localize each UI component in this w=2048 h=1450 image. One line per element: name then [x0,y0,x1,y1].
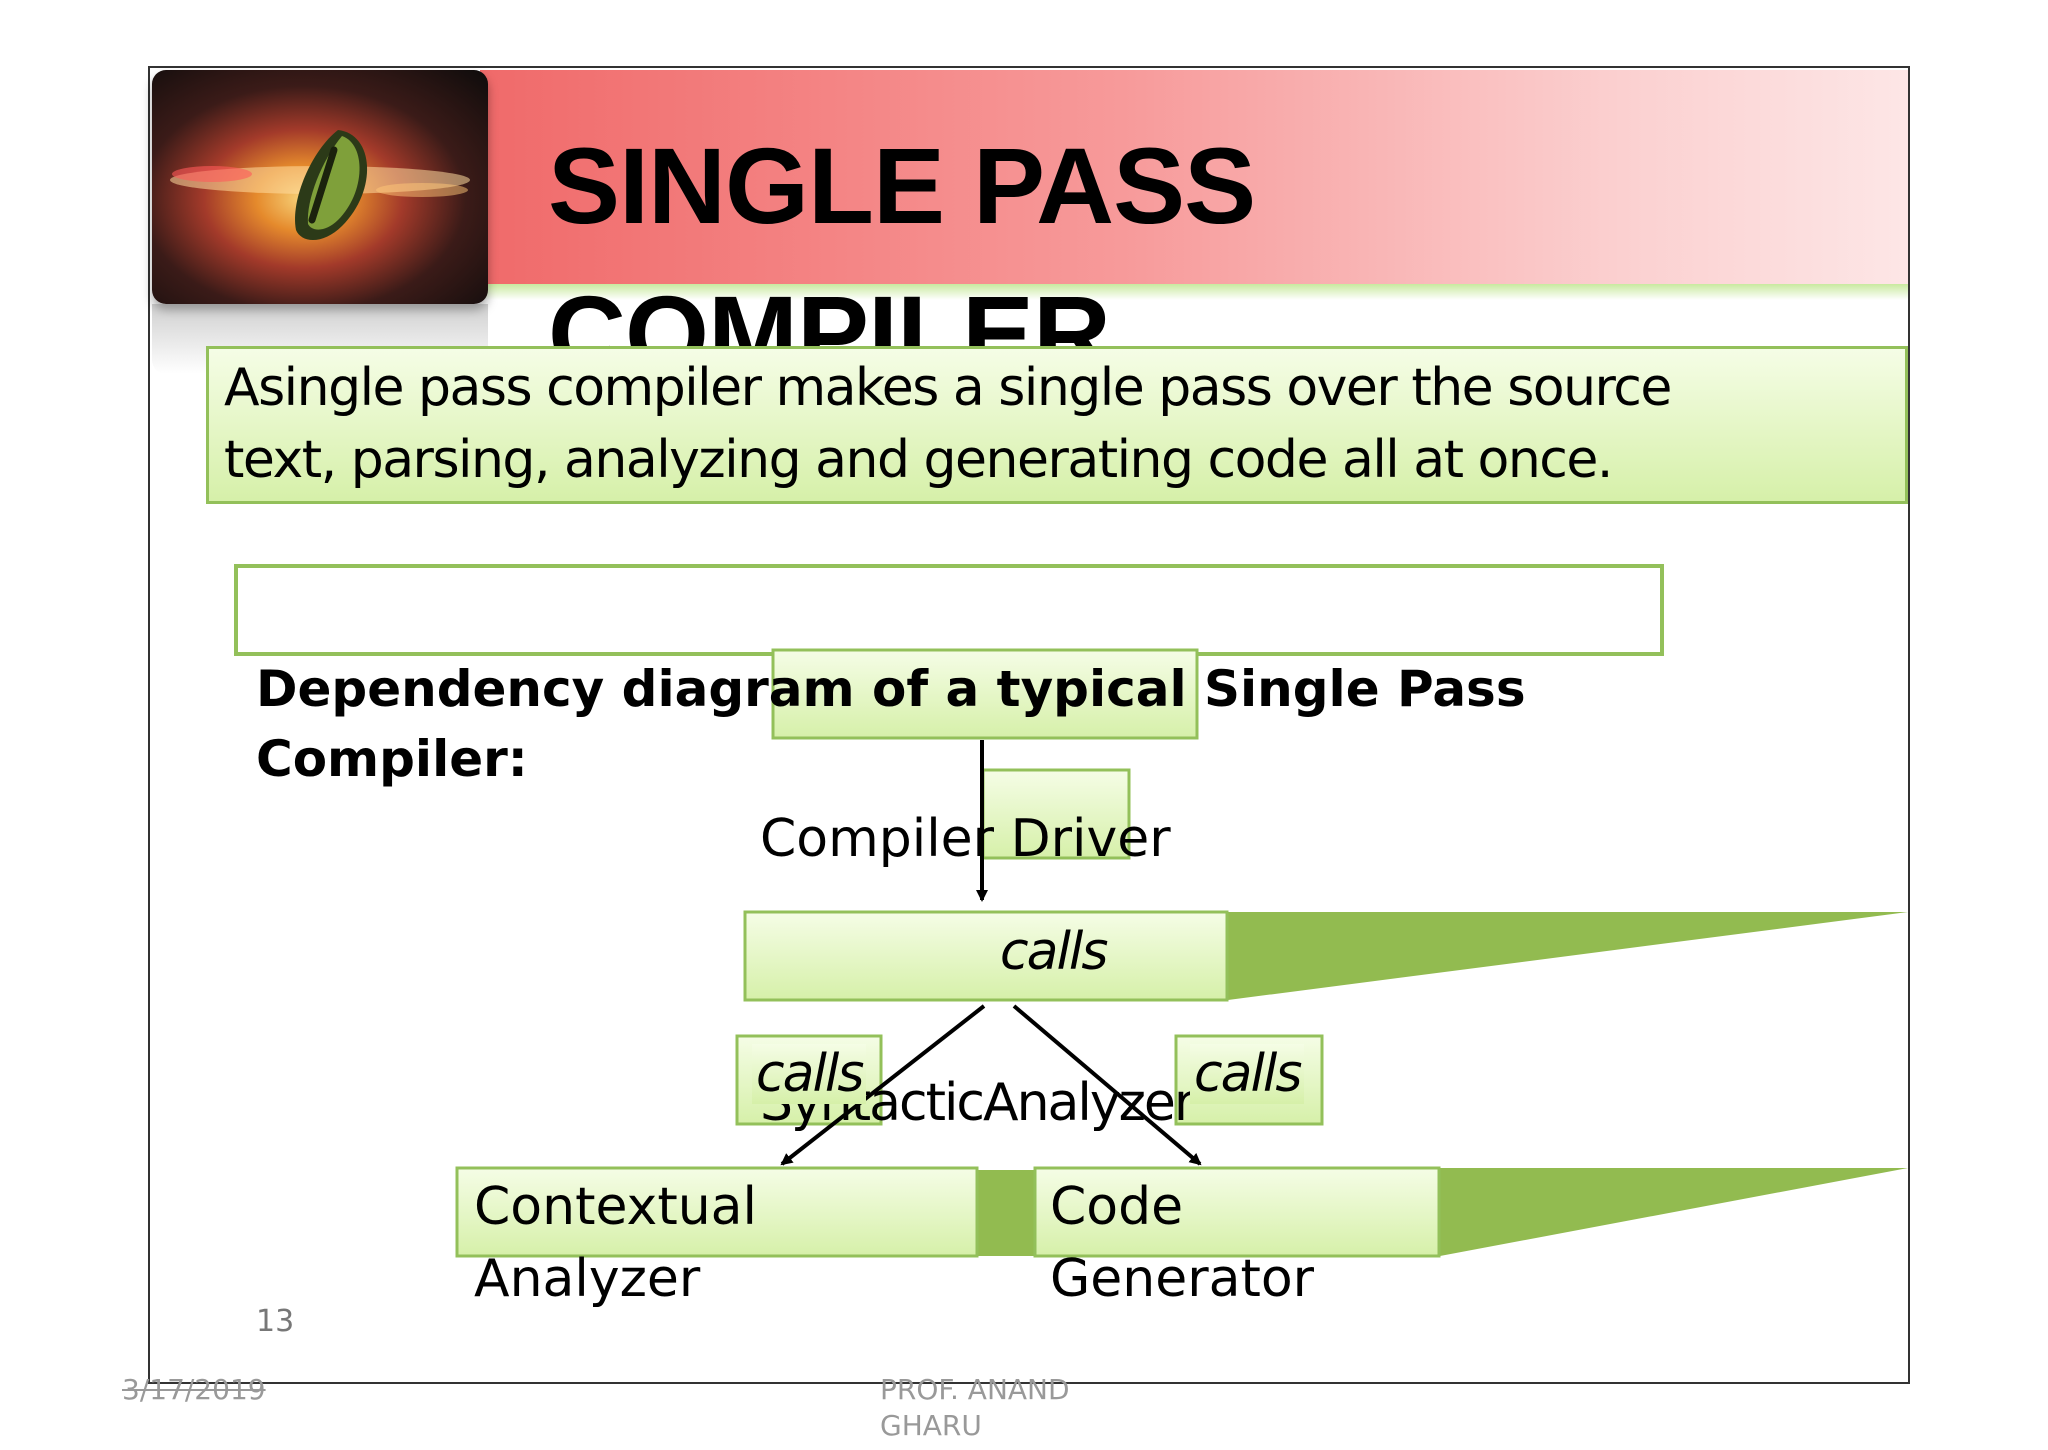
footer-date: 3/17/2019 [122,1372,266,1408]
calls-center-label: calls [1000,922,1106,982]
footer-author: PROF. ANAND GHARU [880,1372,1110,1444]
contextual-analyzer-label-line1: Contextual [474,1172,757,1242]
code-generator-label-line2: Generator [1050,1244,1314,1314]
wedge-link-shape [978,1170,1036,1256]
code-generator-label-line1: Code [1050,1172,1183,1242]
syntactic-box [745,912,1227,1000]
page-number: 13 [256,1304,294,1340]
calls-right-label: calls [1190,1044,1304,1104]
wedge-shape-bottom [1440,1168,1908,1256]
contextual-analyzer-label-line2: Analyzer [474,1244,700,1314]
calls-left-label: calls [752,1044,866,1104]
wedge-shape-top [1228,912,1908,1000]
compiler-driver-label: Compiler Driver [760,804,1171,874]
diagram-heading: Dependency diagram of a typical Single P… [256,654,1556,794]
